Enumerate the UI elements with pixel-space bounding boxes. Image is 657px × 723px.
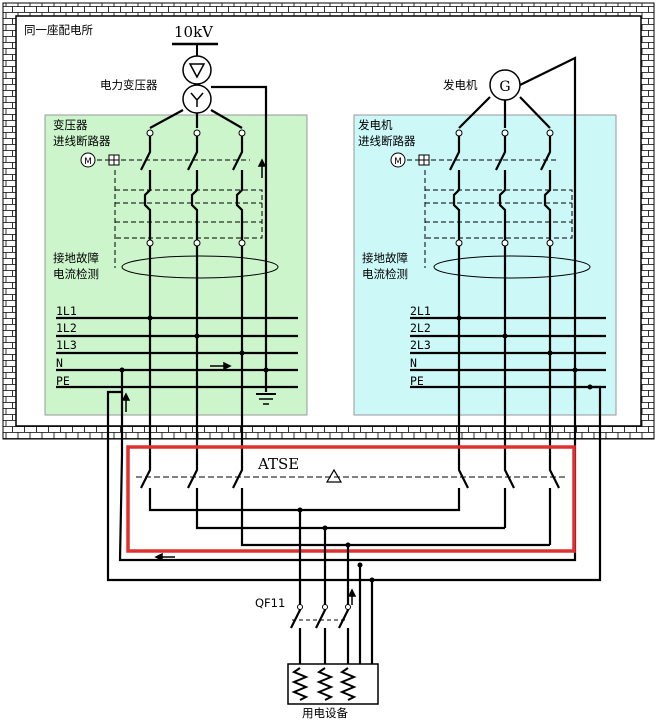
load-label: 用电设备 — [302, 706, 348, 720]
breaker-mechanism-dashes — [97, 159, 573, 268]
load-resistors — [291, 667, 357, 701]
left-breaker-poles — [140, 136, 244, 450]
substation-label: 同一座配电所 — [24, 23, 93, 37]
left-fault-ct-ellipse — [121, 255, 279, 279]
bus-label-2l2: 2L2 — [410, 321, 431, 335]
right-breaker-label-1: 发电机 — [358, 118, 393, 132]
flow-arrows — [121, 158, 357, 605]
atse-label: ATSE — [257, 455, 299, 473]
bus-label-1l1: 1L1 — [56, 304, 77, 318]
left-breaker-label-2: 进线断路器 — [53, 134, 111, 148]
left-motor-m: M — [84, 157, 92, 167]
right-breaker-poles — [449, 136, 552, 450]
bus-label-right-n: N — [410, 356, 417, 370]
transformer-label: 电力变压器 — [100, 78, 158, 92]
left-fault-label-2: 电流检测 — [53, 267, 99, 281]
generator-label: 发电机 — [443, 78, 478, 92]
voltage-label: 10kV — [174, 23, 214, 41]
bus-label-right-pe: PE — [410, 374, 424, 388]
left-breaker-label-1: 变压器 — [53, 118, 88, 132]
ground-symbol — [256, 393, 276, 405]
left-bus-bars — [56, 316, 298, 389]
right-fault-label-2: 电流检测 — [362, 267, 408, 281]
qf11-breaker — [290, 510, 374, 680]
atse-highlight-box — [126, 445, 576, 553]
right-fault-ct-ellipse — [433, 255, 591, 279]
source-fanout — [149, 56, 577, 400]
right-motor-operator — [390, 152, 430, 168]
atse-switch-blades — [140, 462, 560, 547]
atse-triangle — [325, 468, 343, 483]
bus-label-1l2: 1L2 — [56, 321, 77, 335]
right-motor-m: M — [394, 157, 402, 167]
left-motor-operator — [80, 152, 120, 168]
load-box — [287, 663, 379, 705]
qf11-contacts — [297, 604, 351, 610]
bus-label-2l3: 2L3 — [410, 338, 431, 352]
right-breaker-label-2: 进线断路器 — [358, 134, 416, 148]
bus-label-left-pe: PE — [56, 374, 70, 388]
qf11-label: QF11 — [255, 596, 285, 610]
bus-label-1l3: 1L3 — [56, 338, 77, 352]
contact-circles — [146, 129, 554, 247]
transformer-symbol — [172, 42, 218, 114]
bus-label-2l1: 2L1 — [410, 304, 431, 318]
generator-g-letter: G — [499, 79, 510, 95]
right-fault-label-1: 接地故障 — [362, 251, 408, 265]
bus-label-left-n: N — [56, 356, 63, 370]
left-fault-label-1: 接地故障 — [53, 251, 99, 265]
